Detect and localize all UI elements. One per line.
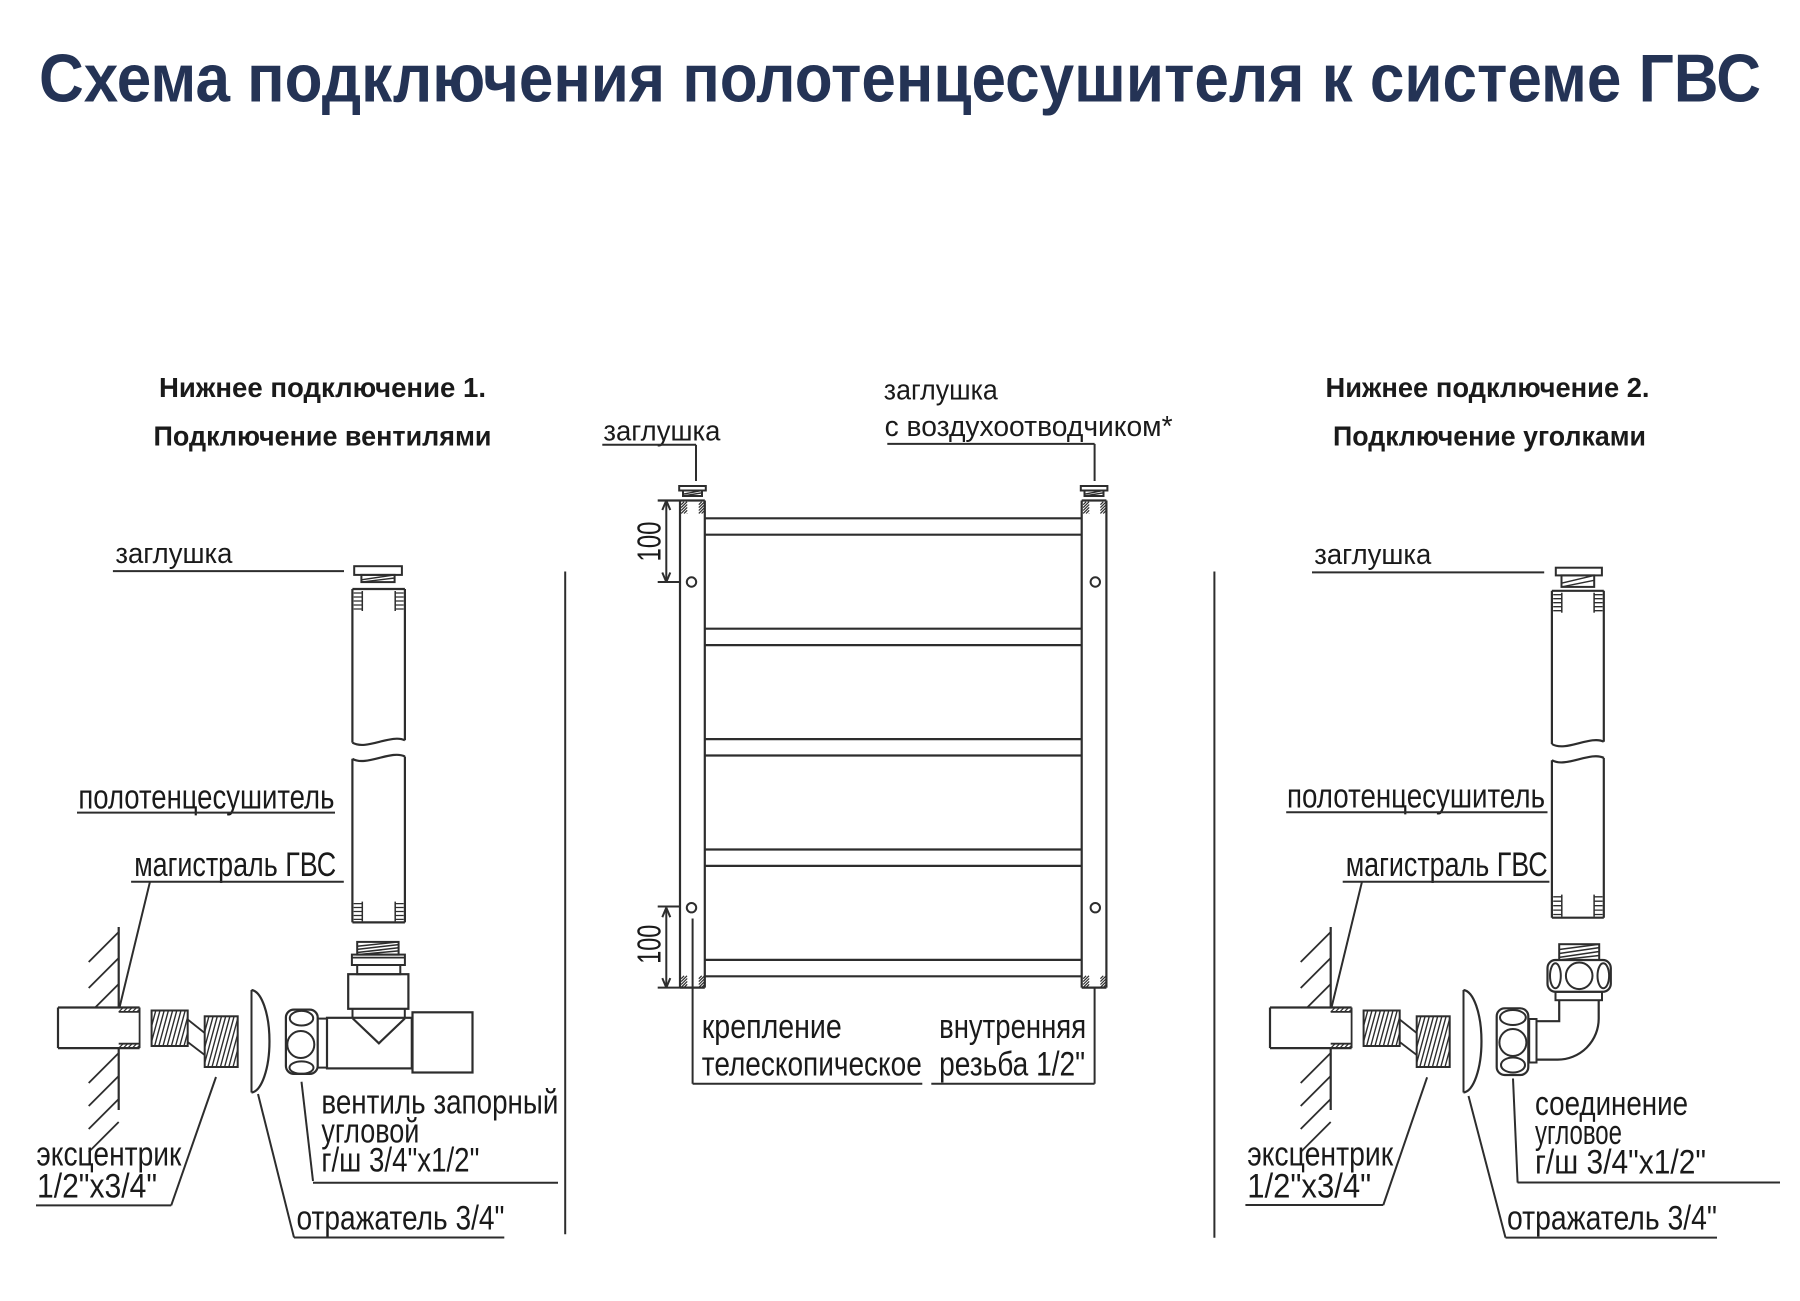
svg-text:крепление: крепление bbox=[702, 1008, 842, 1046]
svg-text:отражатель 3/4": отражатель 3/4" bbox=[1507, 1200, 1717, 1238]
svg-text:Нижнее подключение 1.: Нижнее подключение 1. bbox=[159, 372, 486, 403]
svg-text:отражатель 3/4": отражатель 3/4" bbox=[297, 1200, 505, 1238]
svg-text:с воздухоотводчиком*: с воздухоотводчиком* bbox=[885, 411, 1173, 443]
svg-text:1/2"х3/4": 1/2"х3/4" bbox=[37, 1168, 157, 1206]
svg-text:1/2"х3/4": 1/2"х3/4" bbox=[1247, 1168, 1371, 1206]
svg-text:вентиль запорный: вентиль запорный bbox=[321, 1083, 558, 1121]
svg-text:г/ш 3/4"х1/2": г/ш 3/4"х1/2" bbox=[1535, 1143, 1706, 1181]
svg-text:угловой: угловой bbox=[321, 1112, 419, 1150]
svg-text:магистраль ГВС: магистраль ГВС bbox=[134, 846, 336, 884]
svg-text:соединение: соединение bbox=[1535, 1085, 1688, 1123]
svg-text:полотенцесушитель: полотенцесушитель bbox=[78, 778, 334, 816]
svg-text:Нижнее подключение 2.: Нижнее подключение 2. bbox=[1326, 372, 1650, 403]
svg-text:полотенцесушитель: полотенцесушитель bbox=[1287, 778, 1545, 816]
svg-text:Подключение вентилями: Подключение вентилями bbox=[154, 421, 492, 452]
svg-text:магистраль ГВС: магистраль ГВС bbox=[1346, 846, 1548, 884]
svg-text:эксцентрик: эксцентрик bbox=[1247, 1135, 1394, 1173]
svg-text:заглушка: заглушка bbox=[603, 415, 720, 447]
svg-text:100: 100 bbox=[631, 522, 668, 562]
svg-text:100: 100 bbox=[631, 925, 668, 964]
svg-text:заглушка: заглушка bbox=[1314, 539, 1431, 571]
svg-text:Схема подключения полотенцесуш: Схема подключения полотенцесушителя к си… bbox=[39, 42, 1761, 117]
svg-text:внутренняя: внутренняя bbox=[939, 1008, 1086, 1046]
svg-text:угловое: угловое bbox=[1535, 1114, 1622, 1152]
svg-text:Подключение уголками: Подключение уголками bbox=[1333, 421, 1646, 452]
svg-text:резьба 1/2": резьба 1/2" bbox=[939, 1045, 1085, 1083]
svg-text:телескопическое: телескопическое bbox=[702, 1045, 922, 1083]
svg-text:заглушка: заглушка bbox=[115, 538, 232, 570]
svg-text:г/ш 3/4"х1/2": г/ш 3/4"х1/2" bbox=[321, 1141, 479, 1179]
svg-text:эксцентрик: эксцентрик bbox=[36, 1135, 182, 1173]
svg-text:заглушка: заглушка bbox=[884, 374, 998, 406]
